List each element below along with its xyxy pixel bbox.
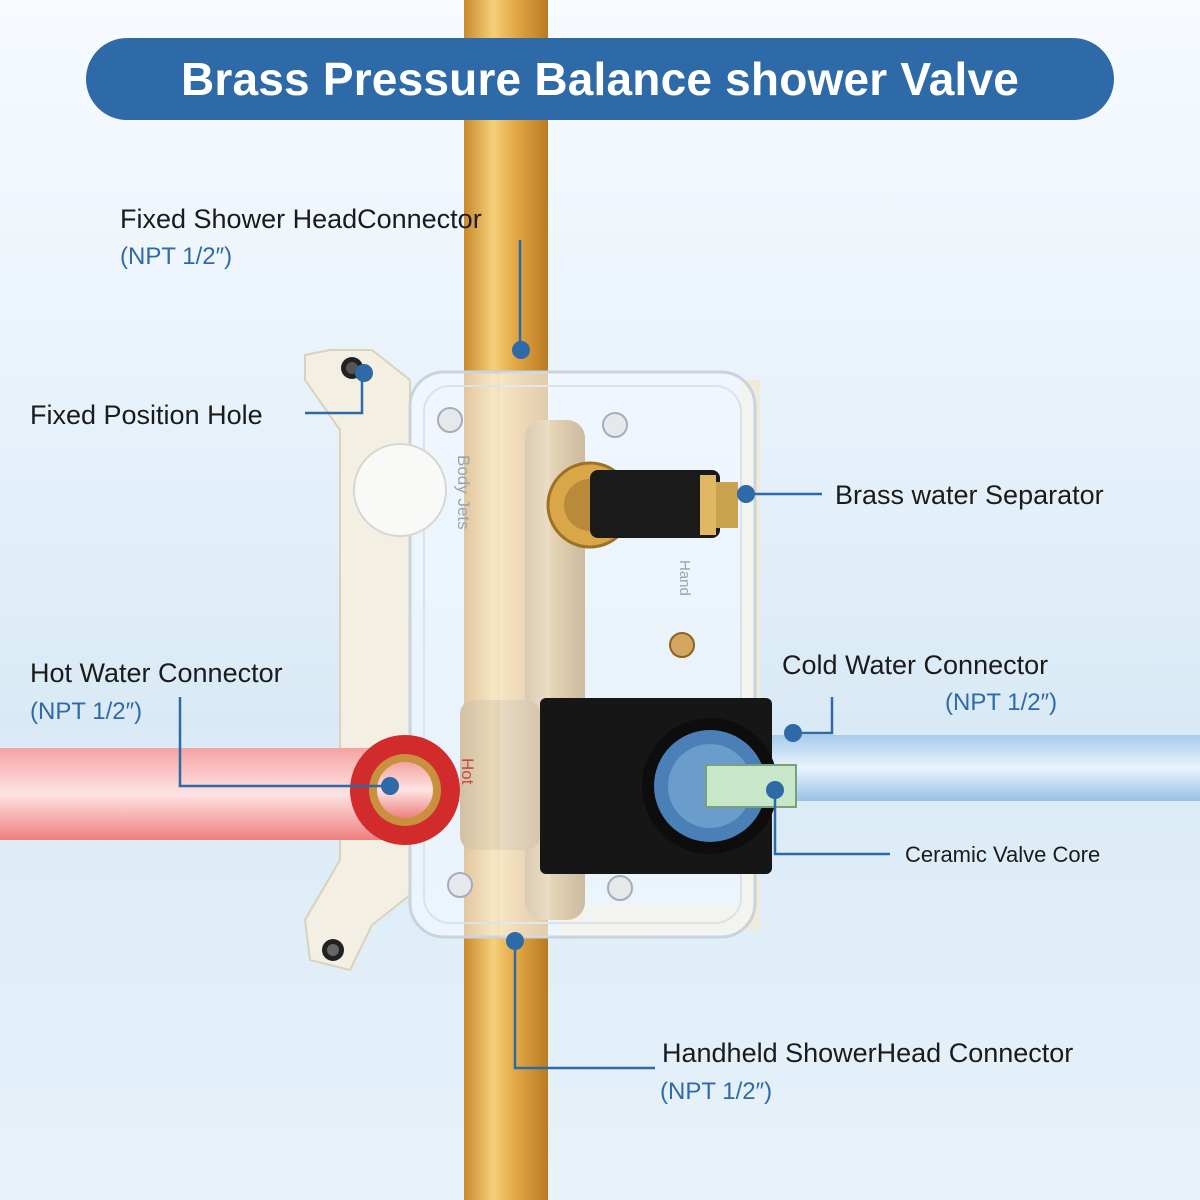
handheld-mark: Hand [676,560,693,596]
label-ceramic-valve-core: Ceramic Valve Core [905,842,1101,867]
body-jets-mark: Body Jets [454,455,473,530]
hot-water-pipe [0,748,420,840]
label-fixed-position-hole: Fixed Position Hole [30,400,263,430]
title-banner: Brass Pressure Balance shower Valve [86,38,1114,120]
label-handheld-spec: (NPT 1/2″) [660,1078,773,1105]
label-fixed-shower-head: Fixed Shower HeadConnector [120,204,482,234]
label-fixed-shower-head-spec: (NPT 1/2″) [120,243,233,270]
page-title: Brass Pressure Balance shower Valve [180,53,1020,105]
mounting-plate [303,349,411,972]
hot-mark: Hot [458,758,477,785]
label-cold-water-spec: (NPT 1/2″) [945,689,1058,716]
label-handheld-connector: Handheld ShowerHead Connector [662,1038,1074,1068]
separator-black-sleeve [590,470,720,538]
cold-water-pipe [760,735,1200,801]
callout-dots [355,341,802,950]
callout-lines [178,240,890,1070]
label-cold-water-connector: Cold Water Connector [782,650,1049,680]
label-hot-water-connector: Hot Water Connector [30,658,283,688]
label-hot-water-spec: (NPT 1/2″) [30,698,143,725]
label-brass-water-separator: Brass water Separator [835,480,1104,510]
